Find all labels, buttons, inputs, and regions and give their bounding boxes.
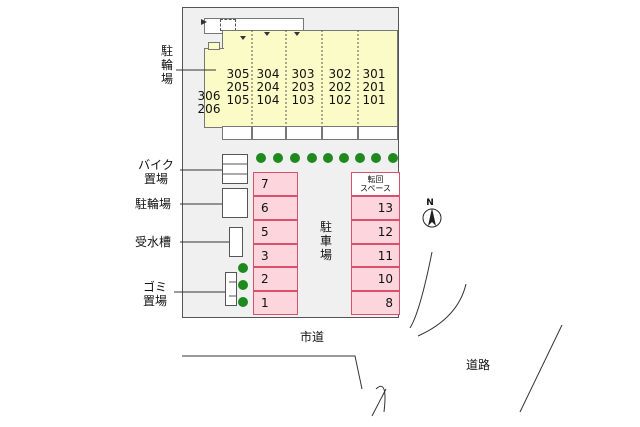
tree-marker <box>388 153 398 163</box>
unit-column: 301 201 101 <box>356 68 392 107</box>
bicycle-parking-label: 駐輪場 <box>134 197 171 211</box>
parking-space: 11 <box>351 244 400 267</box>
parking-space: 5 <box>253 220 298 244</box>
road-edge <box>371 388 387 417</box>
arrow-icon <box>264 32 270 36</box>
unit-column: 305 205 105 <box>220 68 256 107</box>
road-edge <box>417 283 467 337</box>
road-edge <box>519 324 563 413</box>
parking-space: 12 <box>351 220 400 244</box>
unit-number: 104 <box>256 93 280 107</box>
unit-number: 204 <box>256 80 280 94</box>
balcony-cell <box>358 126 398 140</box>
balcony-cell <box>322 126 358 140</box>
unit-column: 302 202 102 <box>322 68 358 107</box>
tree-marker <box>290 153 300 163</box>
parking-space: 3 <box>253 244 298 267</box>
tree-marker <box>339 153 349 163</box>
parking-space: 7 <box>253 172 298 196</box>
unit-column-extra: 306 206 <box>193 90 225 116</box>
unit-number: 202 <box>328 80 352 94</box>
arrow-icon <box>240 36 246 40</box>
water-tank-box <box>229 227 243 257</box>
road-label: 道路 <box>465 358 490 372</box>
north-label: N <box>426 198 434 208</box>
unit-number: 101 <box>362 93 386 107</box>
arrow-icon <box>294 32 300 36</box>
unit-number: 301 <box>362 67 386 81</box>
city-road-label: 市道 <box>299 330 324 344</box>
balcony-cell <box>222 126 252 140</box>
road-edge <box>182 355 363 390</box>
tree-marker <box>238 297 248 307</box>
unit-number: 105 <box>226 93 250 107</box>
tree-marker <box>371 153 381 163</box>
balcony-cell <box>252 126 286 140</box>
garbage-box <box>225 272 237 306</box>
tree-marker <box>238 280 248 290</box>
parking-space: 1 <box>253 291 298 315</box>
building-annex <box>208 42 220 50</box>
unit-column: 304 204 104 <box>250 68 286 107</box>
unit-number: 205 <box>226 80 250 94</box>
car-parking-label: 駐 車 場 <box>319 220 332 262</box>
road-edge <box>375 385 386 413</box>
balcony-cell <box>286 126 322 140</box>
unit-number: 201 <box>362 80 386 94</box>
unit-column: 303 203 103 <box>285 68 321 107</box>
tree-marker <box>323 153 333 163</box>
bicycle-parking-top-label: 駐 輪 場 <box>160 44 173 86</box>
unit-number: 103 <box>291 93 315 107</box>
unit-number: 305 <box>226 67 250 81</box>
parking-space: 8 <box>351 291 400 315</box>
tree-marker <box>273 153 283 163</box>
water-tank-label: 受水槽 <box>134 235 171 249</box>
bike-storage-label: バイク 置場 <box>138 158 174 186</box>
unit-number: 306 <box>197 89 221 103</box>
tree-marker <box>256 153 266 163</box>
parking-space: 13 <box>351 196 400 220</box>
unit-number: 302 <box>328 67 352 81</box>
arrow-icon <box>201 19 207 25</box>
parking-space: 2 <box>253 267 298 291</box>
tree-marker <box>355 153 365 163</box>
road-edge <box>409 251 433 329</box>
unit-number: 304 <box>256 67 280 81</box>
unit-number: 203 <box>291 80 315 94</box>
turnaround-space: 転回 スペース <box>351 172 400 196</box>
unit-number: 102 <box>328 93 352 107</box>
tree-marker <box>238 263 248 273</box>
unit-number: 303 <box>291 67 315 81</box>
north-compass-icon <box>422 208 442 228</box>
bicycle-parking-box <box>222 188 248 218</box>
parking-space: 6 <box>253 196 298 220</box>
tree-marker <box>307 153 317 163</box>
garbage-label: ゴミ 置場 <box>142 280 167 308</box>
parking-space: 10 <box>351 267 400 291</box>
unit-number: 206 <box>197 102 221 116</box>
bike-storage-box <box>222 154 248 184</box>
